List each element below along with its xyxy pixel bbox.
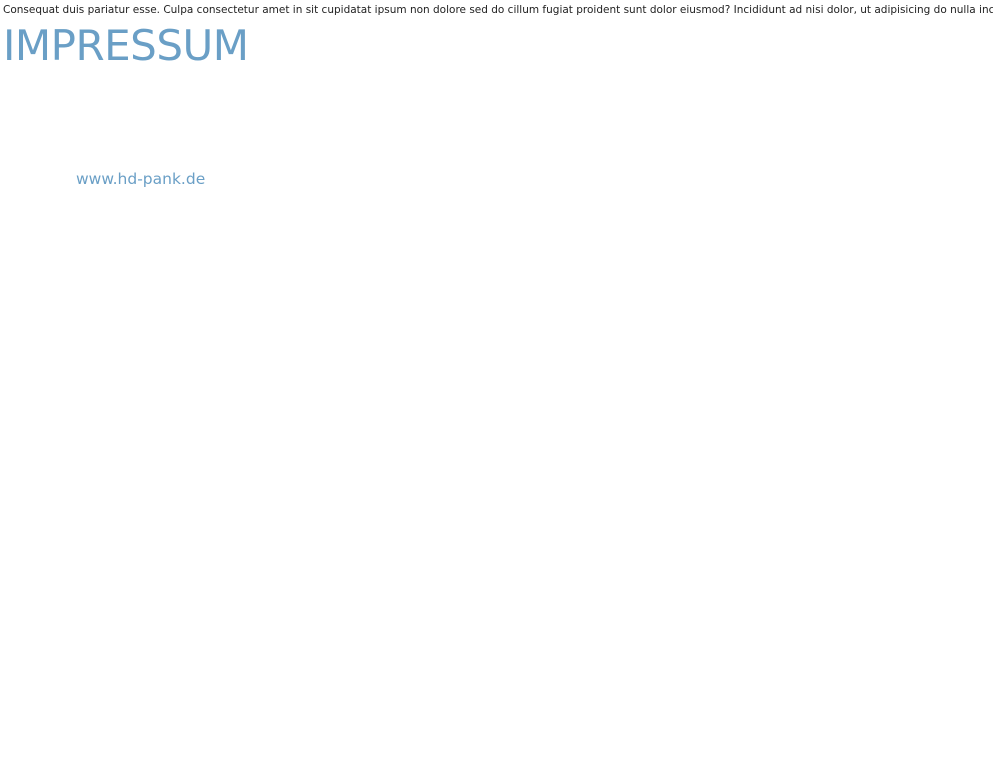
intro-text: Consequat duis pariatur esse. Culpa cons… — [3, 4, 993, 16]
page-title: IMPRESSUM — [3, 21, 249, 70]
website-link[interactable]: www.hd-pank.de — [76, 170, 206, 188]
